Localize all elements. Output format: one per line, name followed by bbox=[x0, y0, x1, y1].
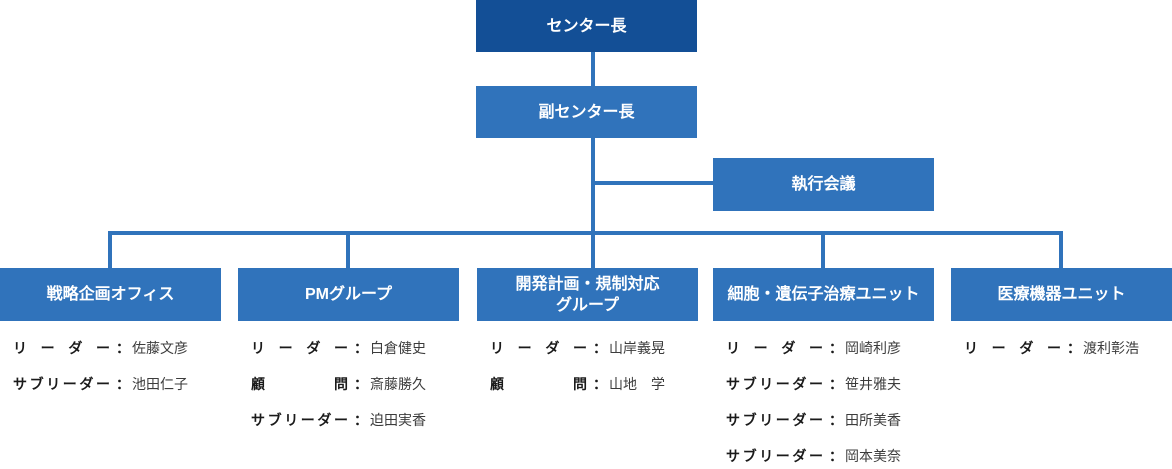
staff-name: 岡崎利彦 bbox=[845, 340, 901, 356]
staff-row: リーダー ： 渡利彰浩 bbox=[964, 338, 1172, 358]
department-column-3: 開発計画・規制対応 グループ リーダー ： 山岸義晃 顧問 ： 山地 学 bbox=[477, 268, 698, 410]
staff-row: リーダー ： 佐藤文彦 bbox=[13, 338, 221, 358]
staff-role-label: サブリーダー bbox=[726, 448, 823, 464]
staff-name: 斎藤勝久 bbox=[370, 376, 426, 392]
staff-colon: ： bbox=[829, 340, 843, 356]
department-title-box: 開発計画・規制対応 グループ bbox=[477, 268, 698, 321]
staff-row: 顧問 ： 斎藤勝久 bbox=[251, 374, 459, 394]
department-title: 戦略企画オフィス bbox=[46, 286, 175, 303]
executive-council-label: 執行会議 bbox=[791, 176, 856, 193]
deputy-director-label: 副センター長 bbox=[538, 103, 635, 121]
department-title: PMグループ bbox=[304, 286, 393, 303]
staff-row: サブリーダー ： 笹井雅夫 bbox=[726, 374, 934, 394]
department-column-2: PMグループ リーダー ： 白倉健史 顧問 ： 斎藤勝久 サブリーダー ： 迫田… bbox=[238, 268, 459, 446]
staff-colon: ： bbox=[354, 412, 368, 428]
staff-name: 白倉健史 bbox=[370, 340, 426, 356]
staff-role-label: リーダー bbox=[251, 340, 348, 356]
department-title-box: 細胞・遺伝子治療ユニット bbox=[713, 268, 934, 321]
staff-role-label: サブリーダー bbox=[726, 376, 823, 392]
department-title-box: PMグループ bbox=[238, 268, 459, 321]
staff-colon: ： bbox=[829, 412, 843, 428]
staff-colon: ： bbox=[829, 376, 843, 392]
staff-row: サブリーダー ： 岡本美奈 bbox=[726, 446, 934, 466]
staff-colon: ： bbox=[593, 340, 607, 356]
staff-colon: ： bbox=[593, 376, 607, 392]
staff-list: リーダー ： 渡利彰浩 bbox=[951, 338, 1172, 358]
staff-colon: ： bbox=[1067, 340, 1081, 356]
connector-to-executive-council bbox=[593, 181, 713, 185]
staff-colon: ： bbox=[829, 448, 843, 464]
staff-role-label: サブリーダー bbox=[251, 412, 348, 428]
staff-colon: ： bbox=[354, 376, 368, 392]
connector-drop-dept-1 bbox=[108, 231, 112, 268]
center-director-label: センター長 bbox=[546, 17, 627, 35]
executive-council-box: 執行会議 bbox=[713, 158, 934, 211]
staff-colon: ： bbox=[116, 376, 130, 392]
department-column-5: 医療機器ユニット リーダー ： 渡利彰浩 bbox=[951, 268, 1172, 374]
department-title: 医療機器ユニット bbox=[997, 286, 1126, 303]
staff-name: 山岸義晃 bbox=[609, 340, 665, 356]
staff-name: 迫田実香 bbox=[370, 412, 426, 428]
staff-role-label: サブリーダー bbox=[13, 376, 110, 392]
department-column-1: 戦略企画オフィス リーダー ： 佐藤文彦 サブリーダー ： 池田仁子 bbox=[0, 268, 221, 410]
connector-drop-dept-2 bbox=[346, 231, 350, 268]
staff-list: リーダー ： 白倉健史 顧問 ： 斎藤勝久 サブリーダー ： 迫田実香 bbox=[238, 338, 459, 430]
staff-list: リーダー ： 岡崎利彦 サブリーダー ： 笹井雅夫 サブリーダー ： 田所美香 … bbox=[713, 338, 934, 466]
staff-role-label: 顧問 bbox=[251, 376, 348, 392]
deputy-director-box: 副センター長 bbox=[476, 86, 697, 138]
staff-colon: ： bbox=[116, 340, 130, 356]
staff-name: 岡本美奈 bbox=[845, 448, 901, 464]
staff-name: 田所美香 bbox=[845, 412, 901, 428]
department-title-box: 医療機器ユニット bbox=[951, 268, 1172, 321]
connector-drop-dept-4 bbox=[821, 231, 825, 268]
department-title: 開発計画・規制対応 グループ bbox=[515, 275, 660, 314]
staff-row: 顧問 ： 山地 学 bbox=[490, 374, 698, 394]
staff-name: 池田仁子 bbox=[132, 376, 188, 392]
staff-name: 佐藤文彦 bbox=[132, 340, 188, 356]
staff-role-label: リーダー bbox=[13, 340, 110, 356]
staff-name: 渡利彰浩 bbox=[1083, 340, 1139, 356]
connector-drop-dept-5 bbox=[1059, 231, 1063, 268]
staff-role-label: サブリーダー bbox=[726, 412, 823, 428]
staff-list: リーダー ： 山岸義晃 顧問 ： 山地 学 bbox=[477, 338, 698, 394]
staff-row: サブリーダー ： 田所美香 bbox=[726, 410, 934, 430]
staff-role-label: 顧問 bbox=[490, 376, 587, 392]
department-column-4: 細胞・遺伝子治療ユニット リーダー ： 岡崎利彦 サブリーダー ： 笹井雅夫 サ… bbox=[713, 268, 934, 469]
staff-role-label: リーダー bbox=[964, 340, 1061, 356]
staff-row: サブリーダー ： 迫田実香 bbox=[251, 410, 459, 430]
staff-row: リーダー ： 山岸義晃 bbox=[490, 338, 698, 358]
staff-row: リーダー ： 岡崎利彦 bbox=[726, 338, 934, 358]
staff-row: リーダー ： 白倉健史 bbox=[251, 338, 459, 358]
staff-role-label: リーダー bbox=[490, 340, 587, 356]
department-title: 細胞・遺伝子治療ユニット bbox=[727, 286, 920, 303]
staff-colon: ： bbox=[354, 340, 368, 356]
staff-list: リーダー ： 佐藤文彦 サブリーダー ： 池田仁子 bbox=[0, 338, 221, 394]
connector-distribution-bar bbox=[108, 231, 1063, 235]
connector-top-to-deputy bbox=[591, 52, 595, 86]
staff-role-label: リーダー bbox=[726, 340, 823, 356]
staff-name: 山地 学 bbox=[609, 376, 665, 392]
staff-row: サブリーダー ： 池田仁子 bbox=[13, 374, 221, 394]
center-director-box: センター長 bbox=[476, 0, 697, 52]
connector-deputy-to-departments bbox=[591, 138, 595, 268]
department-title-box: 戦略企画オフィス bbox=[0, 268, 221, 321]
staff-name: 笹井雅夫 bbox=[845, 376, 901, 392]
